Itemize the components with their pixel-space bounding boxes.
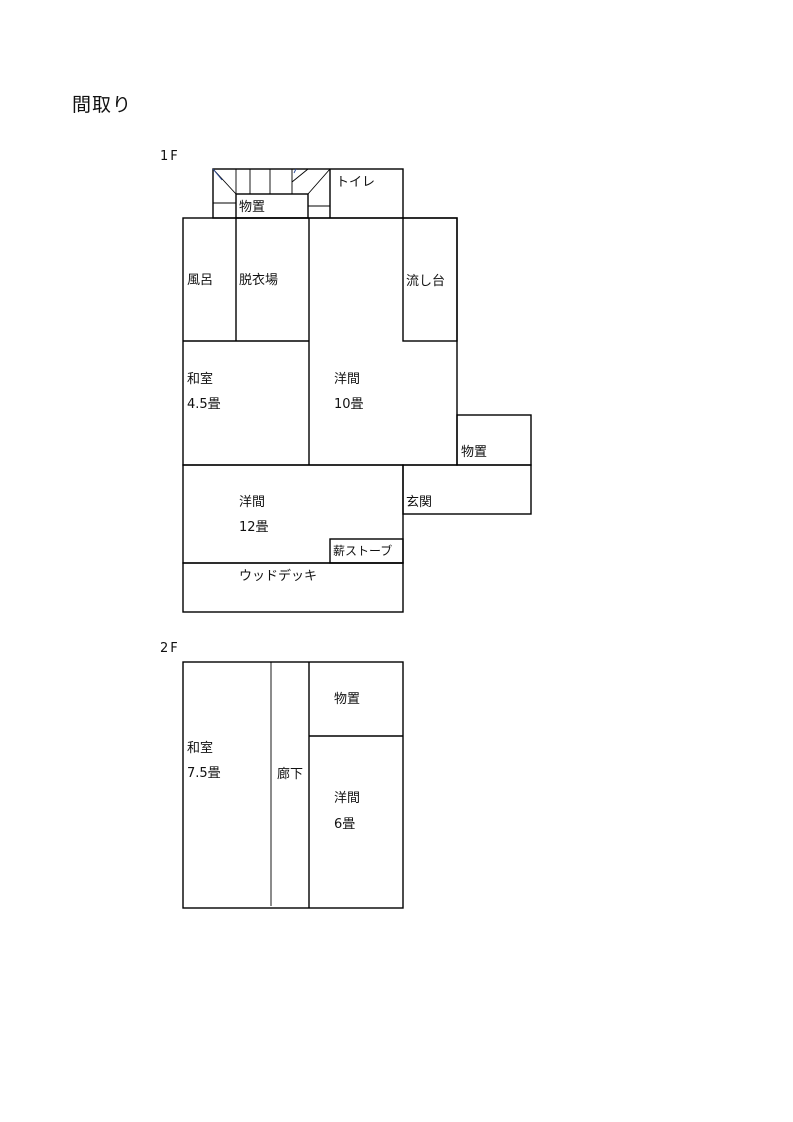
side-storage-label: 物置 bbox=[461, 445, 487, 460]
wood-deck-wall bbox=[182, 562, 404, 613]
wood-stove-label: 薪ストーブ bbox=[333, 543, 392, 558]
washitsu-2f-size: 7.5畳 bbox=[187, 766, 221, 781]
western-12-size: 12畳 bbox=[239, 520, 269, 535]
storage-2f-label: 物置 bbox=[334, 692, 360, 707]
floor-2f-label: 2F bbox=[160, 641, 180, 656]
western-6-name: 洋間 bbox=[334, 791, 360, 806]
washitsu-size: 4.5畳 bbox=[187, 397, 221, 412]
western-10-size: 10畳 bbox=[334, 397, 364, 412]
washitsu-name: 和室 bbox=[187, 371, 213, 387]
western-10-name: 洋間 bbox=[334, 372, 360, 387]
washitsu-2f-name: 和室 bbox=[187, 740, 213, 756]
second-floor-outline bbox=[182, 661, 404, 909]
sink-area-wall bbox=[402, 217, 458, 342]
entrance-label: 玄関 bbox=[406, 495, 432, 510]
western-6-size: 6畳 bbox=[334, 817, 355, 832]
second-floor-plan: 物置 和室 7.5畳 廊下 洋間 6畳 bbox=[182, 661, 404, 909]
western-12-name: 洋間 bbox=[239, 495, 265, 510]
page-title: 間取り bbox=[72, 94, 133, 116]
bath-label: 風呂 bbox=[187, 273, 213, 288]
stair-storage-label: 物置 bbox=[239, 200, 265, 215]
floor-1f-label: 1F bbox=[160, 149, 180, 164]
toilet-label: トイレ bbox=[336, 175, 375, 190]
wood-deck-label: ウッドデッキ bbox=[239, 568, 317, 584]
sink-label: 流し台 bbox=[406, 274, 445, 289]
staircase bbox=[212, 168, 331, 207]
dressing-label: 脱衣場 bbox=[239, 272, 278, 288]
entrance-wall bbox=[402, 464, 532, 515]
first-floor-plan: トイレ 物置 風呂 脱衣場 流し台 和室 4.5畳 洋間 10畳 物置 洋間 1… bbox=[182, 168, 532, 613]
hallway-label: 廊下 bbox=[277, 766, 303, 782]
